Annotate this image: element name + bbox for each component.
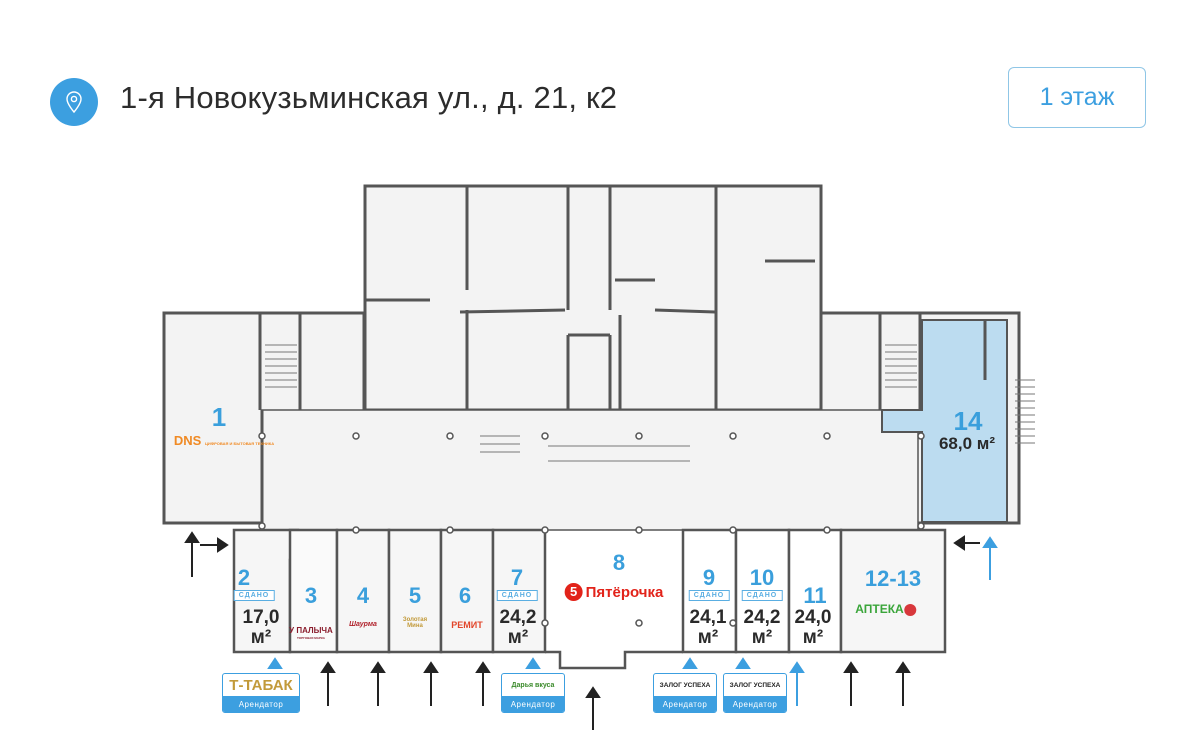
unit-number: 6	[458, 583, 472, 608]
logo-text: Пятёрочка	[585, 583, 664, 601]
unit-number: 7	[510, 565, 524, 590]
tenant-label: Арендатор	[654, 696, 716, 712]
u-palycha-logo: У ПАЛЫЧА	[289, 626, 333, 635]
area-unit: м²	[751, 627, 773, 648]
map-pin-icon	[50, 78, 98, 126]
upper-block	[363, 184, 823, 412]
unit-number: 10	[749, 565, 775, 590]
shaurma-logo: Шаурма	[349, 621, 377, 628]
area-value: 24,1	[689, 607, 727, 628]
pyaterochka-logo: 5 Пятёрочка	[564, 583, 664, 601]
floor-selector-button[interactable]: 1 этаж	[1008, 67, 1146, 128]
unit-11-area[interactable]	[787, 528, 843, 654]
unit-number: 4	[356, 583, 370, 608]
unit-number: 8	[612, 550, 626, 575]
unit-5-area[interactable]	[387, 528, 443, 654]
tenant-label: Арендатор	[724, 696, 786, 712]
status-badge: СДАНО	[233, 590, 275, 601]
corridor	[261, 409, 919, 531]
logo-text: DNS	[173, 433, 202, 448]
unit-4-area[interactable]	[335, 528, 391, 654]
tenant-logo: ЗАЛОГ УСПЕХА	[659, 681, 711, 689]
unit-number: 14	[953, 406, 983, 436]
status-badge: СДАНО	[688, 590, 730, 601]
apteka-logo: АПТЕКА	[855, 602, 917, 616]
status-badge: СДАНО	[741, 590, 783, 601]
tenant-badge[interactable]: ЗАЛОГ УСПЕХА Арендатор	[723, 673, 787, 713]
area-unit: м²	[697, 627, 719, 648]
area-value: 17,0	[242, 607, 280, 628]
unit-area: 68,0 м²	[938, 434, 996, 453]
area-unit: м²	[250, 627, 272, 648]
tenant-badge[interactable]: Т-ТАБАК Арендатор	[222, 673, 300, 713]
unit-12-13-area[interactable]	[839, 528, 947, 654]
area-value: 24,0	[794, 607, 832, 628]
dns-logo: DNS ЦИФРОВАЯ И БЫТОВАЯ ТЕХНИКА	[174, 433, 274, 448]
u-palycha-logo-sub: ТОРГОВАЯ МАРКА	[297, 636, 325, 640]
unit-number: 9	[702, 565, 716, 590]
unit-number: 12-13	[864, 566, 922, 591]
tenant-label: Арендатор	[223, 696, 299, 712]
unit-number: 1	[211, 402, 227, 432]
logo-subtext: ЦИФРОВАЯ И БЫТОВАЯ ТЕХНИКА	[204, 441, 275, 446]
unit-14-area[interactable]	[881, 319, 1008, 523]
area-unit: м²	[507, 627, 529, 648]
apteka-mark-icon	[904, 603, 917, 616]
tenant-logo: Дарья вкуса	[511, 681, 555, 689]
unit-number: 11	[803, 583, 827, 608]
page-title: 1-я Новокузьминская ул., д. 21, к2	[120, 80, 618, 115]
unit-6-area[interactable]	[439, 528, 495, 654]
area-unit: м²	[802, 627, 824, 648]
tenant-badge[interactable]: Дарья вкуса Арендатор	[501, 673, 565, 713]
tenant-badge[interactable]: ЗАЛОГ УСПЕХА Арендатор	[653, 673, 717, 713]
unit-number: 2	[237, 565, 251, 590]
tenant-logo: ЗАЛОГ УСПЕХА	[729, 681, 781, 689]
unit-8-entrance	[545, 650, 683, 670]
unit-number: 5	[408, 583, 422, 608]
unit-number: 3	[304, 583, 318, 608]
status-badge: СДАНО	[496, 590, 538, 601]
zolotaya-mina-logo: Золотая Мина	[402, 617, 428, 629]
tenant-logo: Т-ТАБАК	[229, 676, 293, 694]
area-value: 24,2	[743, 607, 781, 628]
pyaterochka-mark-icon: 5	[564, 583, 583, 601]
tenant-label: Арендатор	[502, 696, 564, 712]
logo-text: АПТЕКА	[855, 602, 904, 616]
remit-logo: РЕМИТ	[451, 620, 483, 630]
area-value: 24,2	[499, 607, 537, 628]
